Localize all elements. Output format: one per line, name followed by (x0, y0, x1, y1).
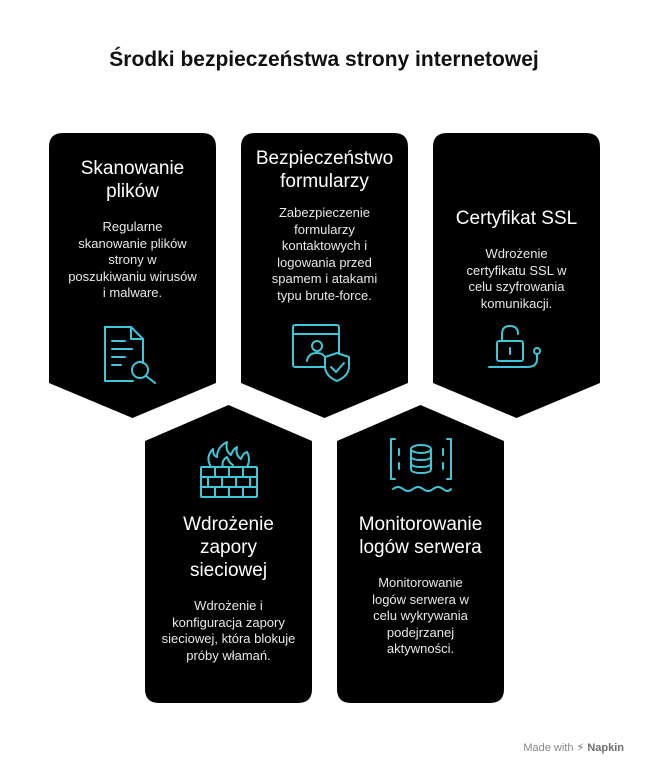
card-shape (49, 133, 216, 418)
card-form-security: Bezpieczeństwo formularzy Zabezpieczenie… (241, 133, 408, 418)
card-description: Wdrożenie certyfikatu SSL w celu szyfrow… (466, 246, 567, 311)
card-description: Zabezpieczenie formularzy kontaktowych i… (271, 205, 378, 303)
card-file-scanning: Skanowanie plików Regularne skanowanie p… (49, 133, 216, 418)
padlock-icon (488, 325, 541, 368)
card-ssl-certificate: Certyfikat SSL Wdrożenie certyfikatu SSL… (433, 133, 600, 418)
card-server-log-monitoring: Monitorowanie logów serwera Monitorowani… (337, 405, 504, 703)
card-description: Wdrożenie i konfiguracja zapory sieciowe… (161, 598, 296, 663)
card-title: Certyfikat SSL (455, 208, 578, 229)
firewall-icon (200, 441, 258, 498)
card-firewall: Wdrożenie zapory sieciowej Wdrożenie i k… (145, 405, 312, 703)
card-shape (241, 133, 408, 418)
footer-made-with: Made with (523, 742, 574, 754)
card-title: Wdrożenie zapory sieciowej (183, 514, 274, 581)
user-shield-icon (292, 324, 350, 382)
footer-credit: Made with ⚡ Napkin (523, 741, 624, 754)
card-shape (145, 405, 312, 703)
card-description: Regularne skanowanie plików strony w pos… (68, 219, 197, 300)
page-title: Środki bezpieczeństwa strony internetowe… (109, 48, 539, 71)
napkin-logo-icon: ⚡ (576, 742, 585, 754)
card-title: Bezpieczeństwo formularzy (255, 148, 394, 192)
card-description: Monitorowanie logów serwera w celu wykry… (372, 575, 469, 656)
card-shape (337, 405, 504, 703)
card-title: Skanowanie plików (80, 158, 185, 202)
card-shape (433, 133, 600, 418)
document-search-icon (104, 326, 156, 384)
footer-brand: Napkin (587, 742, 624, 754)
database-icon (390, 438, 452, 492)
card-title: Monitorowanie logów serwera (358, 514, 483, 558)
